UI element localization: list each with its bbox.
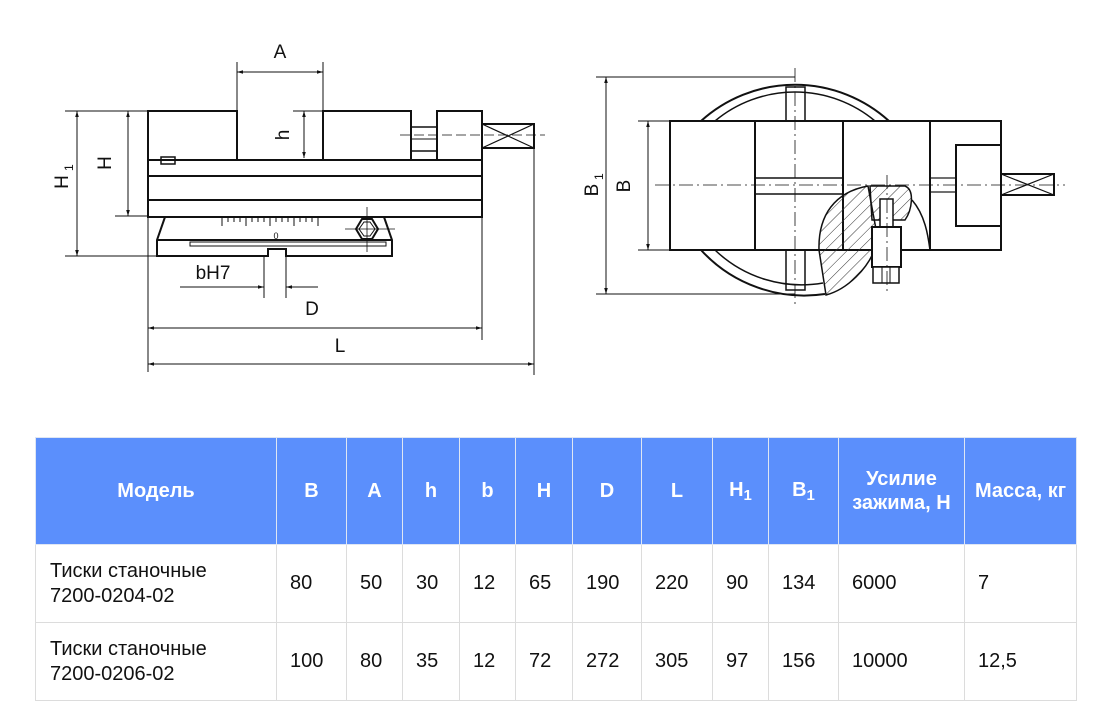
side-view [147, 110, 545, 257]
header-B1: B1 [768, 437, 839, 545]
header-D: D [572, 437, 642, 545]
cell-h: 30 [402, 544, 460, 623]
header-A: A [346, 437, 403, 545]
header-model: Модель [35, 437, 277, 545]
dim-label-H: H [95, 156, 116, 170]
svg-text:H: H [52, 175, 73, 189]
handle-square [481, 123, 535, 149]
cell-L: 305 [641, 622, 713, 701]
technical-drawing: 0 A h H H 1 bH7 D L [52, 42, 1065, 375]
cell-b: 12 [459, 622, 516, 701]
cell-b: 12 [459, 544, 516, 623]
header-H: H [515, 437, 573, 545]
header-H1: H1 [712, 437, 769, 545]
cell-L: 220 [641, 544, 713, 623]
header-L: L [641, 437, 713, 545]
cell-H1: 97 [712, 622, 769, 701]
screw-housing [436, 110, 483, 161]
top-dimensions [596, 76, 795, 295]
vise-body [147, 159, 483, 218]
top-view [669, 83, 1055, 297]
header-mass: Масса, кг [964, 437, 1077, 545]
cell-B: 100 [276, 622, 347, 701]
cell-D: 190 [572, 544, 642, 623]
dim-label-bH7: bH7 [196, 263, 231, 284]
header-B: B [276, 437, 347, 545]
swivel-base [156, 216, 393, 257]
dim-label-h: h [273, 130, 294, 141]
dim-label-L: L [335, 336, 346, 357]
cell-mass: 12,5 [964, 622, 1077, 701]
header-clamping-force: Усилие зажима, Н [838, 437, 965, 545]
header-b: b [459, 437, 516, 545]
cell-D: 272 [572, 622, 642, 701]
cell-clamping-force: 6000 [838, 544, 965, 623]
fixed-jaw [147, 110, 238, 161]
svg-text:1: 1 [592, 173, 606, 180]
cell-B1: 134 [768, 544, 839, 623]
cell-A: 80 [346, 622, 403, 701]
dim-label-A: A [274, 42, 287, 63]
cell-H1: 90 [712, 544, 769, 623]
svg-text:B: B [582, 184, 603, 197]
dim-label-B: B [614, 180, 635, 193]
dim-label-D: D [305, 299, 319, 320]
side-dimensions [65, 62, 535, 375]
cell-clamping-force: 10000 [838, 622, 965, 701]
cell-mass: 7 [964, 544, 1077, 623]
scale-zero-label: 0 [273, 231, 278, 241]
top-view-centerlines [655, 68, 1065, 305]
cell-B: 80 [276, 544, 347, 623]
cell-H: 72 [515, 622, 573, 701]
dim-label-B1: B 1 [582, 173, 606, 196]
specifications-table: Модель B A h b H D L H1 B1 Усилие зажима… [35, 437, 1077, 701]
cell-h: 35 [402, 622, 460, 701]
cell-B1: 156 [768, 622, 839, 701]
cell-H: 65 [515, 544, 573, 623]
table-header-row: Модель B A h b H D L H1 B1 Усилие зажима… [35, 437, 1077, 545]
header-h: h [402, 437, 460, 545]
dim-label-H1: H 1 [52, 164, 76, 189]
movable-jaw [322, 110, 412, 161]
svg-text:1: 1 [62, 164, 76, 171]
cell-A: 50 [346, 544, 403, 623]
